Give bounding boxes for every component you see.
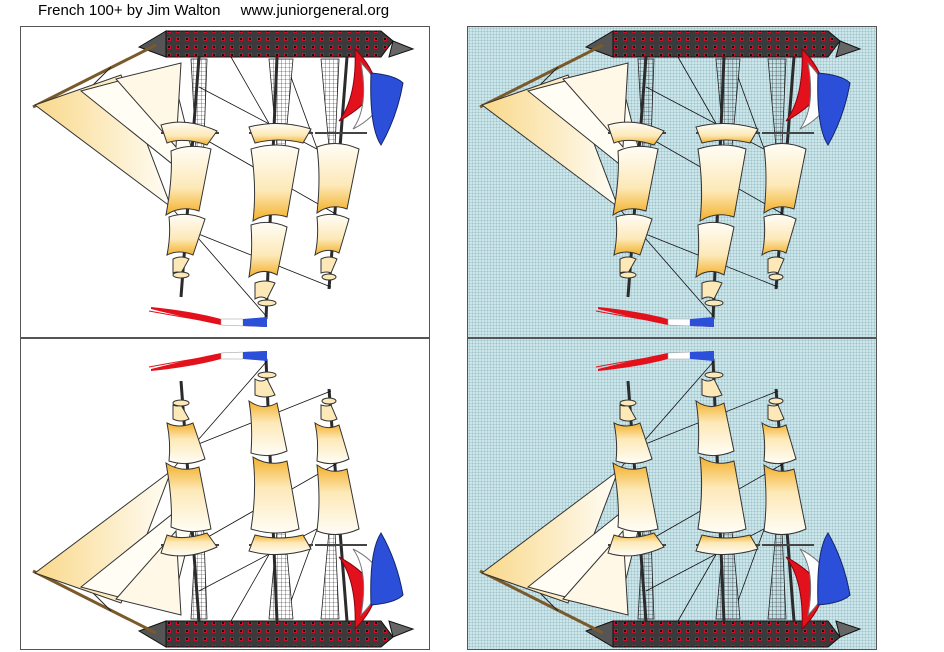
ship-illustration-stern-down bbox=[478, 349, 862, 649]
ship-illustration-stern-down bbox=[31, 349, 415, 649]
page-title: French 100+ by Jim Walton www.juniorgene… bbox=[38, 2, 389, 19]
ship-panel-blue-top bbox=[467, 26, 877, 338]
site-url: www.juniorgeneral.org bbox=[240, 2, 390, 19]
ship-panel-white-top bbox=[20, 26, 430, 338]
ship-panel-white-bottom bbox=[20, 338, 430, 650]
ship-panel-blue-bottom bbox=[467, 338, 877, 650]
ship-illustration-stern-up bbox=[31, 29, 415, 329]
title-text: French 100+ by Jim Walton bbox=[38, 2, 221, 19]
ship-illustration-stern-up bbox=[478, 29, 862, 329]
